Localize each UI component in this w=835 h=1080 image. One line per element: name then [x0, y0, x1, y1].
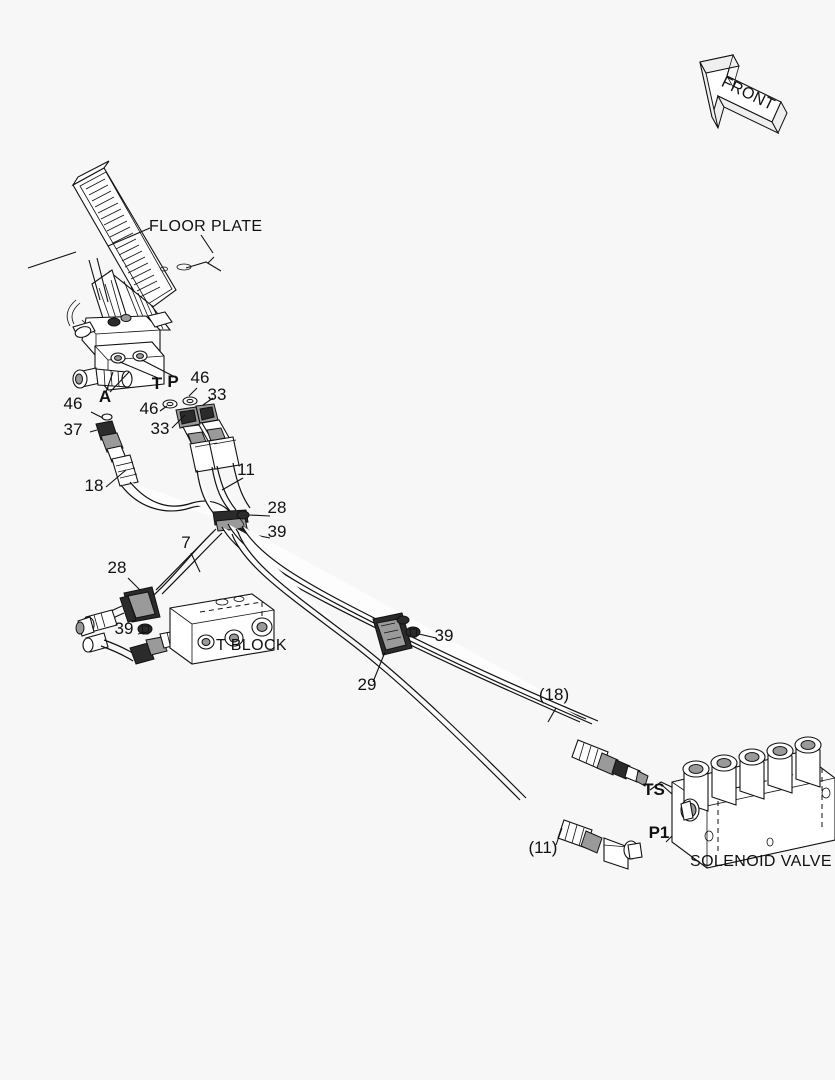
floor-plate-label: FLOOR PLATE — [149, 218, 262, 235]
hose-18-end-fitting — [571, 739, 679, 795]
hose-11-end-fitting — [557, 819, 677, 870]
solenoid-valve-label: SOLENOID VALVE — [690, 853, 832, 870]
port-label-ts: TS — [643, 780, 665, 799]
callout-7-leader — [190, 552, 201, 573]
floor-plate-leaders — [27, 227, 222, 272]
callout-39-tblock: 39 — [115, 619, 134, 638]
callout-28-tblock: 28 — [108, 558, 127, 577]
callout-text-layer: T P A TS P1 46 33 46 33 46 37 18 11 28 3… — [64, 368, 670, 857]
clamp-28-junction — [212, 509, 271, 539]
solenoid-valve-assembly — [671, 736, 835, 869]
callout-46-far-left: 46 — [64, 394, 83, 413]
callout-37: 37 — [64, 420, 83, 439]
callout-7: 7 — [181, 533, 190, 552]
clamp-29-mid — [372, 612, 437, 683]
port-label-a: A — [99, 387, 111, 406]
callout-18: 18 — [85, 476, 104, 495]
fitting-callout-leaders — [159, 387, 214, 429]
pedal-assembly — [66, 160, 177, 393]
port-label-p1: P1 — [649, 823, 670, 842]
callout-28-junction: 28 — [268, 498, 287, 517]
callout-18-paren: (18) — [539, 685, 569, 704]
hose-11-pair — [196, 462, 251, 517]
front-arrow-marker: FRONT — [699, 53, 788, 135]
callout-39-junction: 39 — [268, 522, 287, 541]
port-label-t: T — [152, 374, 163, 393]
callout-33-lower: 33 — [151, 419, 170, 438]
callout-11: 11 — [237, 460, 255, 479]
port-label-p: P — [167, 372, 178, 391]
callout-39-midclamp: 39 — [435, 626, 454, 645]
fittings-t-p-group — [162, 396, 240, 473]
callout-46-left: 46 — [140, 399, 159, 418]
fitting-37-hose-18 — [89, 411, 235, 523]
paren-callout-leaders — [547, 707, 563, 846]
callout-46-upper-right: 46 — [191, 368, 210, 387]
t-block-label: T BLOCK — [216, 637, 287, 654]
callout-29: 29 — [358, 675, 377, 694]
callout-11-paren: (11) — [529, 838, 558, 857]
hose-bundle-main-run — [145, 523, 599, 801]
callout-33-upper-right: 33 — [208, 385, 227, 404]
t-block-assembly — [75, 577, 275, 665]
